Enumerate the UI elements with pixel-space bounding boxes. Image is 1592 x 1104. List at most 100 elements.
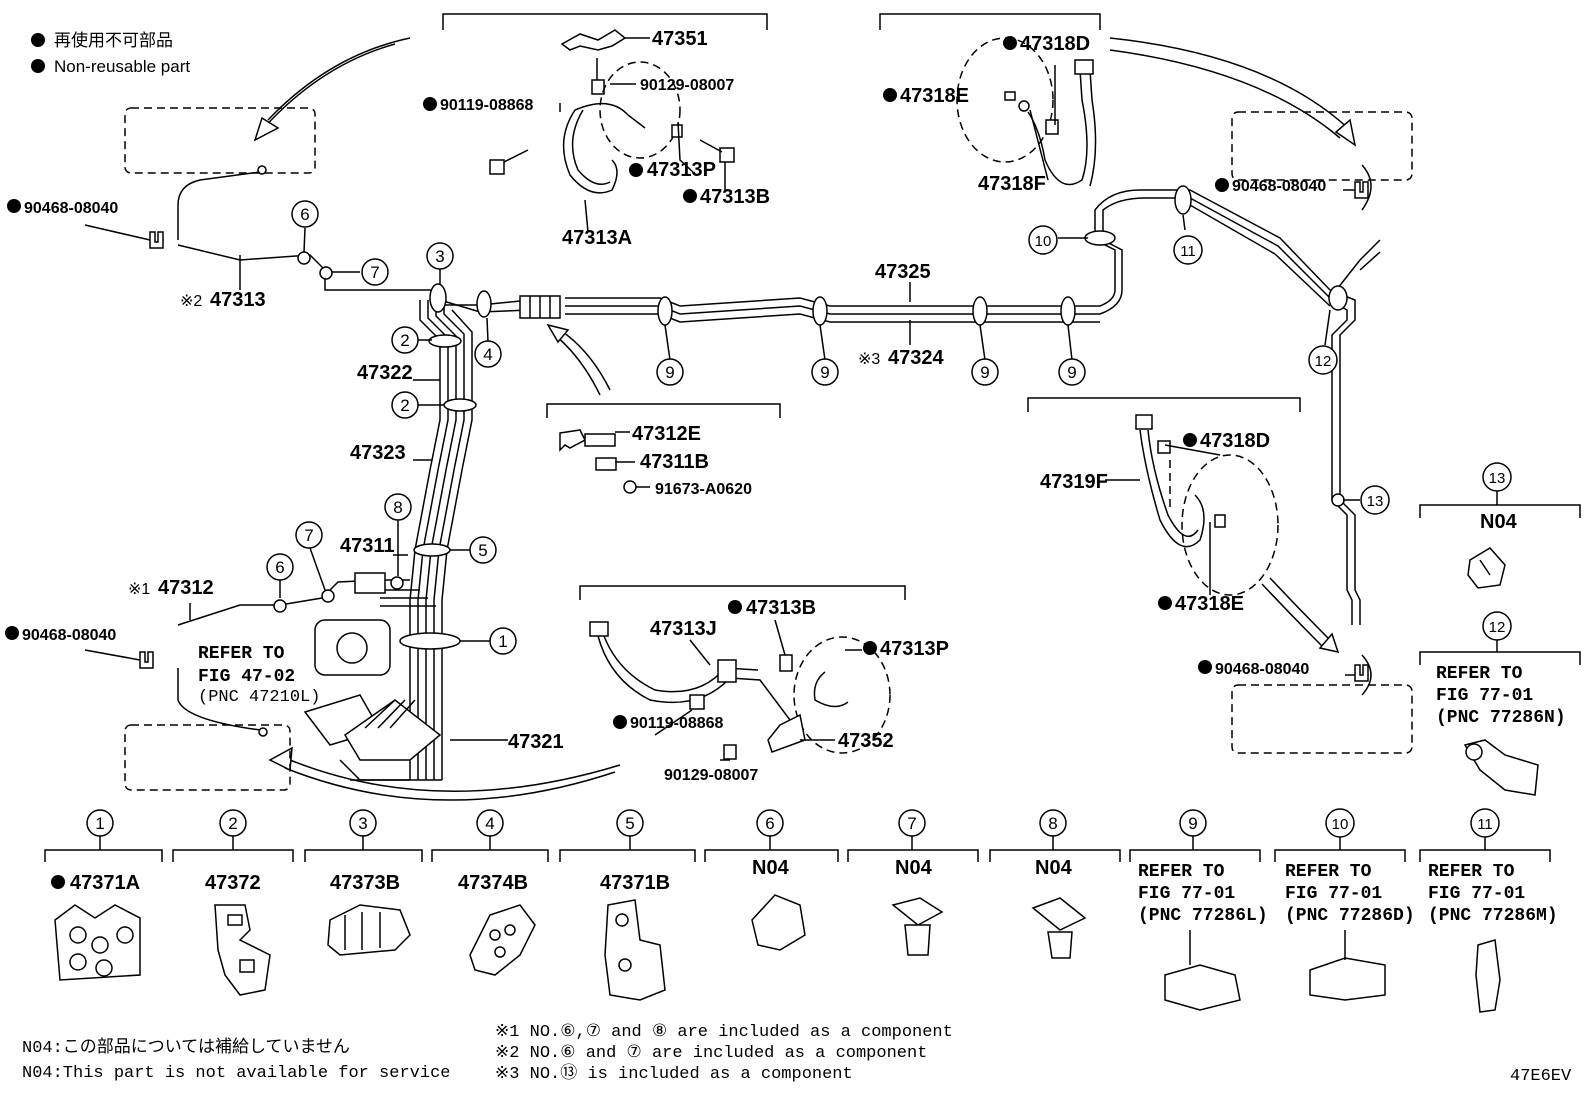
hose-assembly-47313J	[589, 621, 891, 760]
legend-item-8: 8 N04	[989, 809, 1121, 959]
callout-6a: 6	[291, 200, 319, 228]
legend-item-11: 11 REFER TO FIG 77-01 (PNC 77286M)	[1419, 808, 1558, 1013]
svg-text:9: 9	[980, 363, 989, 382]
clip-90468-l	[139, 651, 154, 669]
svg-text:7: 7	[304, 526, 313, 545]
callout-9c: 9	[971, 358, 999, 386]
label-47323: 47323	[350, 442, 406, 464]
arrows	[253, 37, 1357, 801]
callout-13: 13	[1360, 485, 1390, 515]
label-47313A: 47313A	[562, 227, 632, 249]
refer-77286N-line3: (PNC 77286N)	[1436, 708, 1566, 728]
clip-90468-ul	[149, 231, 164, 249]
hose-assembly-47318F	[956, 37, 1097, 187]
legend-item-9: 9 REFER TO FIG 77-01 (PNC 77286L)	[1129, 809, 1268, 1011]
svg-text:8: 8	[393, 498, 402, 517]
svg-text:REFER TO: REFER TO	[1285, 862, 1372, 882]
legend-item-5: 5 47371B	[559, 809, 696, 1001]
svg-text:6: 6	[765, 814, 774, 833]
legend-item-7: 7 N04	[847, 809, 979, 956]
label-90129-08007-a: 90129-08007	[640, 77, 734, 94]
svg-text:4: 4	[483, 345, 492, 364]
label-47312: 47312	[158, 577, 214, 599]
label-47313P-a: 47313P	[647, 159, 716, 181]
callout-2b: 2	[391, 391, 419, 419]
svg-text:9: 9	[820, 363, 829, 382]
svg-text:13: 13	[1489, 470, 1506, 487]
svg-text:8: 8	[1048, 814, 1057, 833]
dashed-boxes	[124, 107, 1413, 791]
svg-text:N04: N04	[895, 857, 933, 879]
legend-item-6: 6 N04	[704, 809, 839, 951]
callouts: 6 7 3 4 2 2 8 7 6 5 1 9 9 9 9 10 11 12 1…	[266, 200, 1512, 655]
legend-item-10: 10 REFER TO FIG 77-01 (PNC 77286D)	[1274, 808, 1415, 1001]
clip-90468-r	[1354, 664, 1369, 682]
leader-lines	[84, 37, 1581, 761]
svg-text:1: 1	[498, 632, 507, 651]
label-n04-13: N04	[1480, 511, 1518, 533]
callout-1: 1	[489, 627, 517, 655]
bracket-assembly-47312E	[559, 429, 637, 494]
label-47311B: 47311B	[640, 451, 709, 473]
footnote-1: ※1 NO.⑥,⑦ and ⑧ are included as a compon…	[495, 1023, 953, 1042]
svg-text:(PNC 77286D): (PNC 77286D)	[1285, 906, 1415, 926]
callout-2a: 2	[391, 326, 419, 354]
svg-text:(PNC 77286L): (PNC 77286L)	[1138, 906, 1268, 926]
label-47313P-b: 47313P	[880, 638, 949, 660]
label-90468-08040-r: 90468-08040	[1215, 661, 1309, 678]
tube-clamps	[273, 185, 1348, 650]
label-47312E: 47312E	[632, 423, 701, 445]
svg-text:5: 5	[478, 541, 487, 560]
svg-text:13: 13	[1367, 493, 1384, 510]
svg-text:11: 11	[1180, 243, 1196, 260]
svg-text:FIG 77-01: FIG 77-01	[1138, 884, 1235, 904]
svg-text:7: 7	[907, 814, 916, 833]
label-47324-prefix: ※3	[858, 351, 880, 368]
bottom-legend: 1 47371A 2 47372 3 47373B 4 47374B	[44, 808, 1558, 1013]
hose-assembly-47313A	[489, 29, 735, 194]
svg-text:FIG 77-01: FIG 77-01	[1428, 884, 1525, 904]
footnote-2: ※2 NO.⑥ and ⑦ are included as a componen…	[495, 1044, 927, 1063]
footnote-3: ※3 NO.⑬ is included as a component	[495, 1063, 853, 1084]
label-47313B-b: 47313B	[746, 597, 816, 619]
callout-12-legend: 12	[1482, 611, 1512, 641]
clip-90468-ur	[1354, 181, 1369, 199]
callout-4: 4	[474, 340, 502, 368]
clip-illustrations-right	[1463, 547, 1539, 796]
nonreusable-dot-icon	[31, 59, 45, 73]
svg-text:5: 5	[625, 814, 634, 833]
svg-text:47371B: 47371B	[600, 872, 670, 894]
svg-text:9: 9	[1067, 363, 1076, 382]
label-47311: 47311	[340, 535, 395, 557]
footnote-n04-en: N04:This part is not available for servi…	[22, 1064, 450, 1083]
label-47318D-a: 47318D	[1020, 33, 1090, 55]
svg-text:47373B: 47373B	[330, 872, 400, 894]
svg-text:3: 3	[435, 247, 444, 266]
svg-text:10: 10	[1332, 816, 1349, 833]
footnotes: N04:この部品については補給していません N04:This part is n…	[22, 1023, 1572, 1086]
callout-13-legend: 13	[1482, 462, 1512, 492]
svg-text:REFER TO: REFER TO	[1138, 862, 1225, 882]
svg-text:6: 6	[300, 205, 309, 224]
svg-text:N04: N04	[1035, 857, 1073, 879]
legend-item-4: 4 47374B	[431, 809, 549, 976]
svg-text:12: 12	[1315, 353, 1332, 370]
svg-text:11: 11	[1477, 816, 1493, 833]
svg-text:7: 7	[370, 263, 379, 282]
callout-7b: 7	[295, 521, 323, 549]
legend-item-1: 1 47371A	[44, 809, 163, 981]
master-cylinder	[303, 572, 442, 761]
svg-text:9: 9	[1188, 814, 1197, 833]
svg-text:47372: 47372	[205, 872, 261, 894]
legend: 再使用不可部品 Non-reusable part	[31, 30, 190, 76]
label-47324: 47324	[888, 347, 944, 369]
callout-9b: 9	[811, 358, 839, 386]
figure-code: 47E6EV	[1510, 1067, 1572, 1086]
label-47312-prefix: ※1	[128, 581, 150, 598]
footnote-n04-jp: N04:この部品については補給していません	[22, 1037, 350, 1058]
svg-text:47374B: 47374B	[458, 872, 528, 894]
callout-6b: 6	[266, 553, 294, 581]
label-91673-A0620: 91673-A0620	[655, 481, 752, 498]
callout-12: 12	[1308, 345, 1338, 375]
